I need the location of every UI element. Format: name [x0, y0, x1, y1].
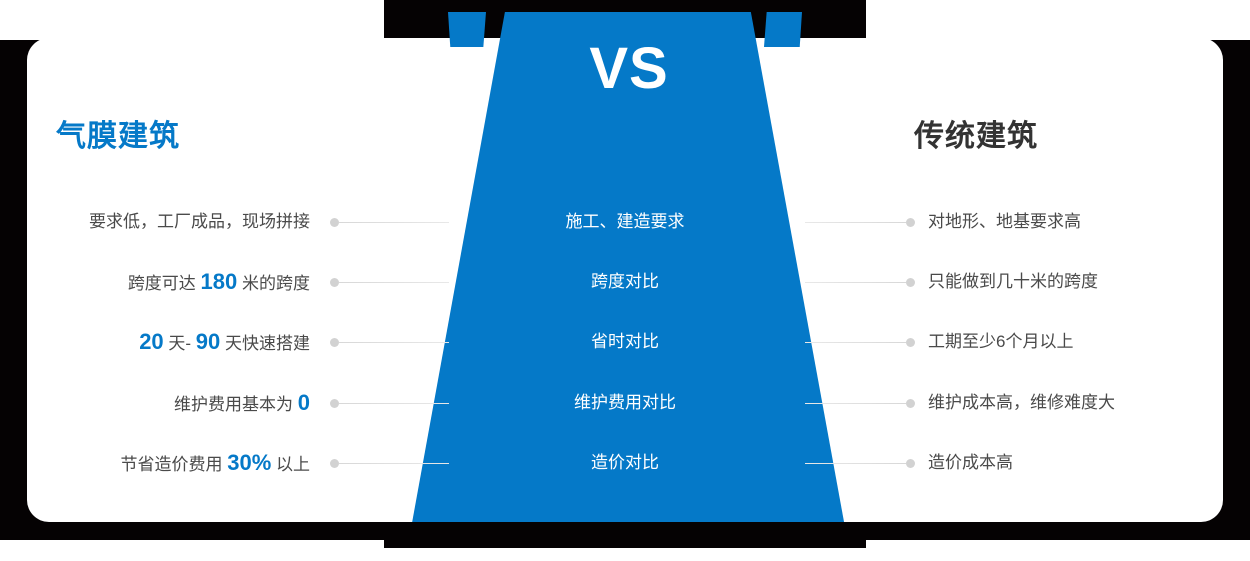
- connector-line-left: [339, 282, 449, 283]
- center-criteria-label: 造价对比: [591, 453, 659, 472]
- plain-text: 节省造价费用: [120, 455, 228, 474]
- highlight-value: 180: [200, 269, 238, 294]
- connector-dot-right: [906, 399, 915, 408]
- right-item-text: 对地形、地基要求高: [928, 212, 1081, 231]
- right-item-text: 只能做到几十米的跨度: [928, 272, 1098, 291]
- right-item-text: 造价成本高: [928, 453, 1013, 472]
- plain-text: 天-: [163, 334, 196, 353]
- connector-line-left: [339, 342, 449, 343]
- connector-dot-left: [330, 338, 339, 347]
- connector-dot-right: [906, 459, 915, 468]
- comparison-row: 维护费用基本为 0 维护费用对比 维护成本高，维修难度大: [0, 388, 1250, 418]
- connector-line-left: [339, 222, 449, 223]
- plain-text: 要求低，工厂成品，现场拼接: [89, 212, 310, 231]
- left-item-text: 20 天- 90 天快速搭建: [139, 327, 310, 359]
- connector-line-right: [805, 342, 906, 343]
- highlight-value: 20: [139, 329, 164, 354]
- backdrop-bottom-tab: [384, 522, 866, 548]
- connector-dot-right: [906, 278, 915, 287]
- connector-line-right: [805, 222, 906, 223]
- plain-text: 天快速搭建: [220, 334, 310, 353]
- connector-dot-left: [330, 218, 339, 227]
- connector-line-right: [805, 282, 906, 283]
- right-column-heading: 传统建筑: [914, 120, 1038, 153]
- comparison-row: 20 天- 90 天快速搭建 省时对比 工期至少6个月以上: [0, 327, 1250, 357]
- center-criteria-label: 维护费用对比: [574, 393, 676, 412]
- plain-text: 维护费用基本为: [174, 395, 298, 414]
- center-criteria-label: 施工、建造要求: [565, 212, 685, 231]
- connector-line-right: [805, 463, 906, 464]
- center-criteria-label: 跨度对比: [591, 272, 659, 291]
- left-item-text: 维护费用基本为 0: [174, 388, 310, 420]
- plain-text: 跨度可达: [127, 274, 201, 293]
- connector-dot-left: [330, 459, 339, 468]
- ribbon-tab-right: [764, 12, 802, 47]
- connector-line-left: [339, 463, 449, 464]
- connector-dot-left: [330, 278, 339, 287]
- ribbon-tab-left: [448, 12, 486, 47]
- comparison-row: 要求低，工厂成品，现场拼接 施工、建造要求 对地形、地基要求高: [0, 207, 1250, 237]
- center-criteria-label: 省时对比: [591, 332, 659, 351]
- connector-dot-left: [330, 399, 339, 408]
- plain-text: 以上: [271, 455, 310, 474]
- left-item-text: 跨度可达 180 米的跨度: [128, 267, 310, 299]
- plain-text: 米的跨度: [237, 274, 310, 293]
- comparison-row: 节省造价费用 30% 以上 造价对比 造价成本高: [0, 448, 1250, 478]
- highlight-value: 30%: [227, 450, 272, 475]
- left-column-heading: 气膜建筑: [56, 120, 180, 153]
- right-item-text: 工期至少6个月以上: [928, 332, 1074, 351]
- comparison-row: 跨度可达 180 米的跨度 跨度对比 只能做到几十米的跨度: [0, 267, 1250, 297]
- vs-label: VS: [589, 36, 669, 101]
- left-item-text: 节省造价费用 30% 以上: [120, 448, 310, 480]
- connector-line-right: [805, 403, 906, 404]
- highlight-value: 90: [195, 329, 221, 354]
- left-item-text: 要求低，工厂成品，现场拼接: [89, 207, 310, 237]
- connector-dot-right: [906, 218, 915, 227]
- connector-dot-right: [906, 338, 915, 347]
- connector-line-left: [339, 403, 449, 404]
- right-item-text: 维护成本高，维修难度大: [928, 393, 1115, 412]
- highlight-value: 0: [297, 390, 310, 415]
